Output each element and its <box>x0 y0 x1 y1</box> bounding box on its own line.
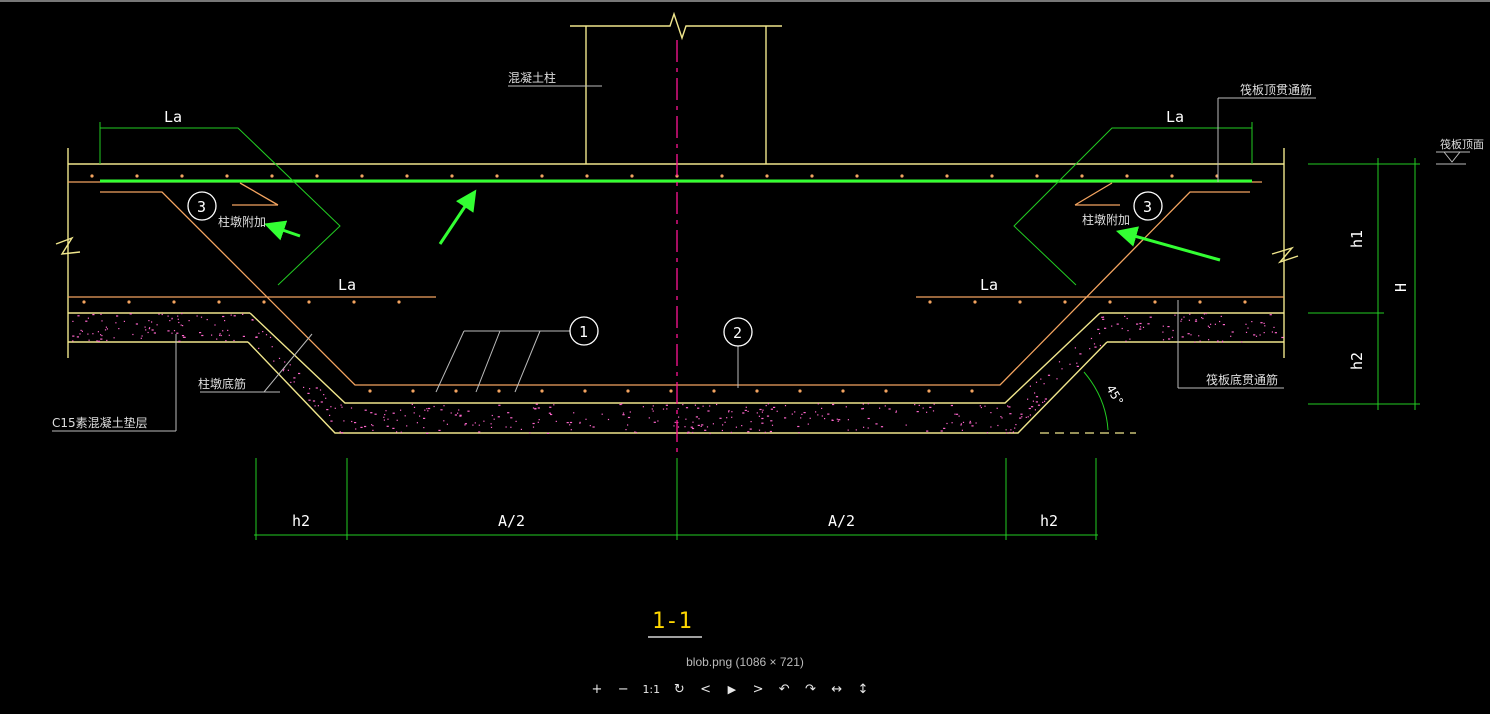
highlight-arrows <box>264 189 1221 262</box>
h1-label: h1 <box>1348 230 1366 248</box>
actual-size-button[interactable]: 1:1 <box>642 683 661 696</box>
h2-side-label: h2 <box>1348 352 1366 370</box>
rotate-left-icon[interactable]: ↶ <box>778 682 790 697</box>
leader-lines <box>52 85 1470 432</box>
top-rebar-note: 筏板顶贯通筋 <box>1240 82 1312 97</box>
zoom-in-button[interactable]: + <box>591 682 603 697</box>
callout-circle-2 <box>723 317 753 347</box>
bottom-rebar-note: 筏板底贯通筋 <box>1206 372 1278 387</box>
add-rebar-left-note: 柱墩附加 <box>218 214 266 229</box>
flip-horizontal-icon[interactable]: ↔ <box>831 682 843 697</box>
a2-right-label: A/2 <box>828 512 855 530</box>
play-icon[interactable]: ▶ <box>727 683 737 696</box>
add-rebar-right-note: 柱墩附加 <box>1082 212 1130 227</box>
la-mid-left-label: La <box>338 276 356 294</box>
bottom-dimensions <box>254 458 1098 540</box>
callout-circles <box>187 191 1163 347</box>
cushion-hatch <box>72 313 1284 435</box>
la-top-left-label: La <box>164 108 182 126</box>
a2-left-label: A/2 <box>498 512 525 530</box>
callout-circle-3-right <box>1133 191 1163 221</box>
raft-top-note: 筏板顶面 <box>1440 137 1484 151</box>
image-caption: blob.png (1086 × 721) <box>686 655 804 669</box>
H-label: H <box>1392 283 1410 292</box>
rotate-right-icon[interactable]: ↷ <box>805 682 816 697</box>
h2-left-label: h2 <box>292 512 310 530</box>
refresh-icon[interactable]: ↻ <box>673 682 685 697</box>
la-mid-right-label: La <box>980 276 998 294</box>
h2-right-label: h2 <box>1040 512 1058 530</box>
section-title: 1-1 <box>652 609 692 634</box>
rebar-dots <box>82 174 1247 393</box>
column-note: 混凝土柱 <box>508 70 556 85</box>
flip-vertical-icon[interactable]: ↕ <box>857 682 869 697</box>
callout-circle-1 <box>569 316 599 346</box>
callout-3-left-text: 3 <box>197 198 206 216</box>
viewer-toolbar: + − 1:1 ↻ < ▶ > ↶ ↷ ↔ ↕ <box>590 680 870 700</box>
zoom-out-button[interactable]: − <box>617 682 629 697</box>
section-title-group: 1-1 <box>648 609 702 638</box>
angle-mark <box>1040 371 1136 434</box>
callout-2-text: 2 <box>733 324 742 342</box>
arrow-top-rebar <box>438 189 477 245</box>
cushion-note: C15素混凝土垫层 <box>52 415 148 430</box>
concrete-column <box>570 11 782 164</box>
callout-3-right-text: 3 <box>1143 198 1152 216</box>
previous-button[interactable]: < <box>700 682 712 697</box>
angle-label: 45° <box>1103 383 1126 409</box>
next-button[interactable]: > <box>752 682 764 697</box>
pier-bottom-note: 柱墩底筋 <box>198 376 246 391</box>
anchorage-lines <box>99 122 1253 286</box>
arrow-left-pier <box>264 220 301 241</box>
la-top-right-label: La <box>1166 108 1184 126</box>
callout-circle-3-left <box>187 191 217 221</box>
callout-1-text: 1 <box>579 323 588 341</box>
right-dimensions <box>1308 158 1420 410</box>
arrow-right-pier <box>1115 226 1221 262</box>
